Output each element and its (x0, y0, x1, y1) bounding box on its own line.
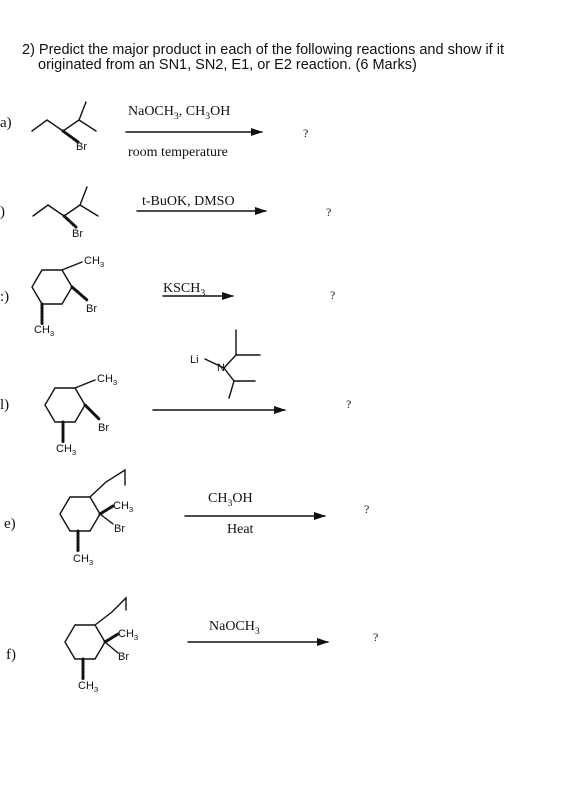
lithium-amide-skeleton (204, 329, 261, 399)
reagent-e-top: CH3OH (208, 491, 253, 509)
question-line-2: originated from an SN1, SN2, E1, or E2 r… (38, 57, 417, 73)
structure-c (31, 261, 89, 326)
structure-f (64, 596, 127, 681)
product-c: ? (330, 288, 336, 302)
atom-label: CH3 (97, 373, 118, 388)
part-f-label: f) (6, 647, 16, 663)
product-f: ? (373, 630, 379, 644)
part-b-label: ) (0, 204, 5, 220)
part-e-label: e) (4, 516, 16, 532)
atom-label: CH3 (78, 680, 99, 695)
part-c-label: :) (0, 289, 10, 305)
structure-e (59, 468, 126, 554)
product-a: ? (303, 126, 309, 140)
atom-label: CH3 (73, 553, 94, 568)
reagent-f-top: NaOCH3 (209, 619, 260, 637)
reagent-c-top: KSCH3 (163, 281, 206, 299)
structure-a (31, 101, 97, 144)
reagent-a-top: NaOCH3, CH3OH (128, 104, 231, 122)
atom-label: Br (72, 228, 83, 240)
reagent-e-bottom: Heat (227, 522, 254, 537)
atom-label: CH3 (118, 628, 139, 643)
atom-label: Br (114, 523, 125, 535)
nitrogen-label: N (217, 362, 225, 374)
part-d-label: l) (0, 397, 10, 413)
atom-label: CH3 (34, 324, 55, 339)
structure-b (32, 186, 99, 229)
reagent-b-top: t-BuOK, DMSO (142, 194, 235, 209)
atom-label: Br (98, 422, 109, 434)
product-e: ? (364, 502, 370, 516)
product-b: ? (326, 205, 332, 219)
question-line-1: 2) Predict the major product in each of … (22, 42, 504, 58)
atom-label: CH3 (56, 443, 77, 458)
atom-label: CH3 (84, 255, 105, 270)
atom-label: Br (118, 651, 129, 663)
product-d: ? (346, 397, 352, 411)
atom-label: CH3 (113, 500, 134, 515)
part-a-label: a) (0, 115, 12, 131)
structure-d (44, 379, 101, 445)
lithium-label: Li (190, 354, 199, 366)
atom-label: Br (76, 141, 87, 153)
atom-label: Br (86, 303, 97, 315)
reagent-a-bottom: room temperature (128, 145, 228, 160)
